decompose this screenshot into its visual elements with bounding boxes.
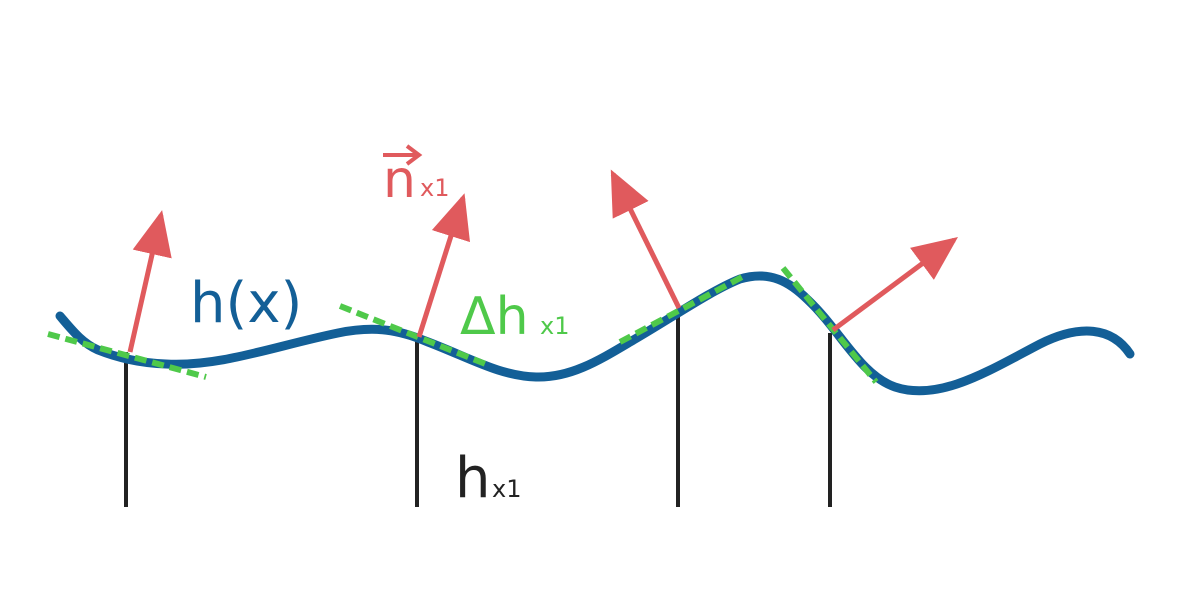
slope-label: Δh x1 (460, 287, 569, 347)
height-sample-lines (124, 310, 832, 507)
tangent-line-3 (618, 273, 746, 345)
normal-vector-label: n x1 (383, 144, 449, 210)
tangent-line-2 (338, 303, 490, 368)
height-curve (55, 271, 1135, 396)
normal-arrow-1 (127, 210, 172, 353)
height-sample-label-main: h (455, 446, 491, 511)
right-arrow-icon (383, 144, 423, 166)
height-sample-label: h x1 (455, 446, 521, 511)
normal-vector-label-sub: x1 (420, 174, 449, 202)
height-function-label: h(x) (190, 271, 302, 336)
normal-arrow-4 (831, 237, 959, 333)
tangent-line-4 (780, 266, 879, 384)
height-sample-label-sub: x1 (492, 475, 521, 503)
slope-label-sub: x1 (540, 312, 569, 340)
tangent-lines (47, 266, 879, 384)
normal-vectors (127, 169, 959, 353)
normal-arrow-2 (416, 193, 470, 338)
tangent-line-1 (47, 331, 207, 380)
slope-label-main: Δh (460, 287, 529, 347)
normal-arrow-3 (610, 169, 682, 310)
